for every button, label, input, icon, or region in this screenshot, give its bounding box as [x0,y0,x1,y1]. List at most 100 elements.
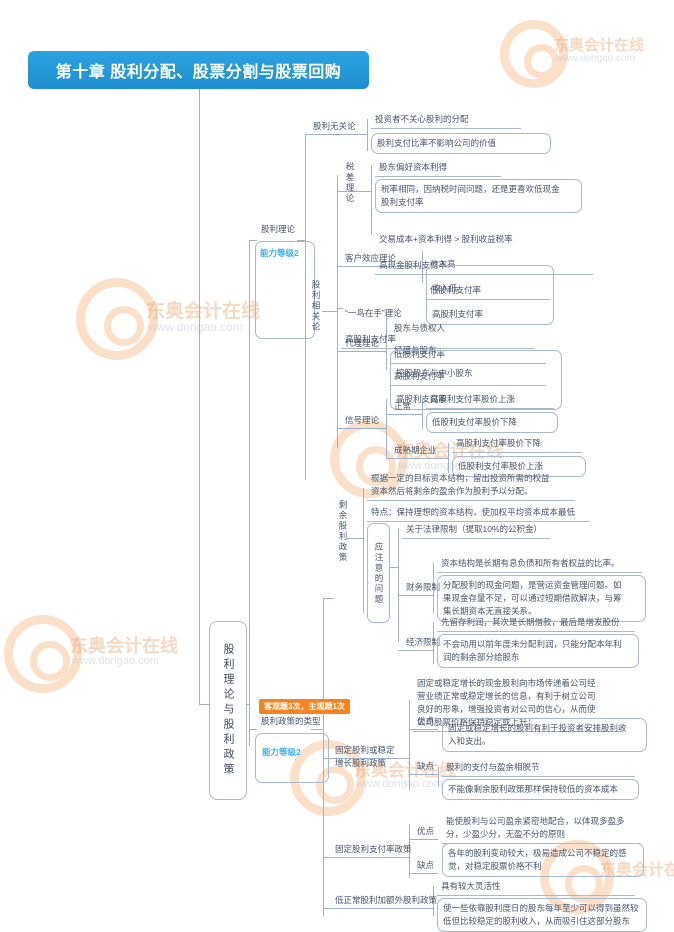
watermark-ring [4,615,82,693]
leaf-taxdiff-0[interactable]: 股东偏好资本利得 [375,160,501,177]
node-agency-theory[interactable]: 代理理论 [345,338,380,348]
connector [398,650,433,651]
node-economic-limit[interactable]: 经济限制 [406,637,441,647]
cond: 控股股东与中小股东 [396,368,473,378]
connector [371,166,372,234]
leaf-stable-intro[interactable]: 固定或稳定增长的现金股利向市场传递着公司经 营业绩正常或稳定增长的信息，有利于树… [413,676,621,732]
node-clientele-effect-theory[interactable]: 客户效应理论 [345,253,397,263]
connector [386,458,448,459]
leaf-agency-2[interactable]: 控股股东与中小股东 高股利支付率 [390,350,562,410]
leaf-taxdiff-compare-right: 高现金股利支付率 [379,260,448,270]
node-stable-cons[interactable]: 缺点 [417,761,435,771]
leaf-signal-normal-0[interactable]: 高股利支付率股价上涨 [426,392,554,409]
leaf-signal-mature-0[interactable]: 高股利支付率股价下降 [452,436,582,453]
leaf-bird-res: 高股利支付率 [345,334,397,344]
connector [422,399,423,429]
branch-dividend-policy-label[interactable]: 股利政策的类型 [261,716,321,726]
leaf-clientele-0[interactable]: 收入高 低股利支付率 [426,244,550,300]
node-fixed-payout-ratio-policy[interactable]: 固定股利支付率政策 [335,844,412,854]
connector [323,857,409,858]
leaf-stable-cons-0[interactable]: 股利的支付与盈余相脱节 [442,760,635,777]
root-node[interactable]: 股利理论与股利政策 [209,621,247,800]
leaf-taxdiff-compare[interactable]: 交易成本+资本利得 > 股利收益税率 高现金股利支付率 [375,219,593,275]
attention-spine [398,528,399,642]
leaf-fixedratio-pros-text[interactable]: 能使股利与公司盈余紧密地配合，以体现多盈多 分，少盈少分，无盈不分的原则 [442,814,640,844]
stable-spine [409,700,410,790]
res: 低股利支付率 [394,349,446,359]
leaf-economic-1[interactable]: 不会动用以前年度未分配利润，只能分配本年利 润的剩余部分给股东 [437,634,639,668]
badge-ability-level-2: 能力等级2 [262,747,301,757]
leaf-clientele-1[interactable]: 收入低 高股利支付率 [426,265,554,325]
node-signal-theory[interactable]: 信号理论 [345,415,380,425]
connector [337,266,422,267]
res: 高股利支付率 [432,309,484,319]
node-residual-dividend-policy[interactable]: 剩余股利政策 [338,500,348,563]
trunk-line [199,704,210,705]
leaf-financial-1[interactable]: 分配股利的现金问题，是营运资金管理问题。如 果现金存量不足，可以通过短期借款解决… [437,575,646,622]
connector [323,908,433,909]
node-signal-normal[interactable]: 正常 [394,401,412,411]
leaf-bird-in-hand[interactable]: “一鸟在手”理论 高股利支付率 [341,293,534,349]
leaf-irrelevance-1[interactable]: 股利支付比率不影响公司的价值 [371,133,551,154]
leaf-irrelevance-0[interactable]: 投资者不关心股利的分配 [371,112,521,129]
connector [305,134,367,135]
connector [386,414,422,415]
node-dividend-relevance[interactable]: 股利相关论 [311,280,321,333]
branch-dividend-policy-box [255,733,329,783]
connector [337,428,386,429]
branch-dividend-theory-label[interactable]: 股利理论 [261,224,296,234]
leaf-financial-0[interactable]: 资本结构是长期有息负债和所有者权益的比率。 [437,556,642,573]
leaf-agency-0[interactable]: 股东与债权人 低股利支付率 [390,308,546,364]
node-fixedratio-pros[interactable]: 优点 [417,826,435,836]
connector [409,873,438,874]
connector [438,767,439,787]
leaf-economic-0[interactable]: 先留存利润，其次是长期借款，最后是增发股份 [437,615,635,632]
watermark-site: www.dongao.com [72,655,159,667]
connector [422,251,423,283]
connector [448,443,449,473]
connector [337,351,386,352]
leaf-stable-cons-1[interactable]: 不能像剩余股利政策那样保持较低的资本成本 [442,779,639,800]
node-signal-mature[interactable]: 成熟期企业 [394,445,437,455]
leaf-signal-normal-1[interactable]: 低股利支付率股价下降 [426,412,558,433]
watermark-brand: 东奥会计在线 [70,636,178,656]
leaf-residual-feature[interactable]: 特点：保持理想的资本结构，使加权平均资本成本最低 [367,505,589,522]
connector [367,119,368,151]
res: 低股利支付率 [430,285,482,295]
node-attention-issues[interactable]: 应注意的问题 [367,523,390,623]
branch1-line [249,240,257,241]
connector [409,729,438,730]
connector [384,567,398,568]
branch1-spine [305,134,306,480]
leaf-lowextra-0[interactable]: 具有较大灵活性 [437,879,635,896]
node-stable-pros[interactable]: 优点 [417,716,435,726]
watermark-site: www.dongao.com [556,53,635,64]
branch2-spine [323,598,324,916]
connector [323,758,409,759]
leaf-signal-mature-1[interactable]: 低股利支付率股价上涨 [452,456,586,477]
node-tax-difference-theory[interactable]: 税差理论 [345,162,355,204]
node-fixedratio-cons[interactable]: 缺点 [417,860,435,870]
leaf-fixedratio-cons-text[interactable]: 各年的股利变动较大，极易造成公司不稳定的感 觉，对稳定股票价格不利 [442,843,644,877]
branch1-line [297,240,306,241]
leaf-stable-pros-text[interactable]: 固定或稳定增长的股利有利于投资者安排股利收 入和支出。 [442,718,647,752]
leaf-taxdiff-1[interactable]: 税率相同，因纳税时间问题，还是更喜欢低现金 股利支付率 [375,179,582,213]
leaf-taxdiff-compare-left: 交易成本+资本利得 > 股利收益税率 [379,234,513,244]
fixedratio-spine [409,824,410,878]
node-stable-dividend-policy[interactable]: 固定股利或稳定 增长股利政策 [335,745,395,768]
connector [337,308,343,309]
node-dividend-irrelevance[interactable]: 股利无关论 [313,121,356,131]
connector [398,595,433,596]
connector [433,622,434,664]
signal-spine [386,399,387,458]
leaf-legal-limit[interactable]: 关于法律限制（提取10%的公积金） [402,522,550,539]
connector [347,538,363,539]
connector [323,598,334,599]
watermark-brand: 东奥会计在线 [554,37,645,54]
node-financial-limit[interactable]: 财务限制 [406,582,441,592]
leaf-residual-definition[interactable]: 根据一定的目标资本结构，留出投资所需的权益 资本然后将剩余的盈余作为股利予以分配… [367,471,575,501]
cond: 收入低 [432,283,458,293]
node-low-regular-plus-extra-policy[interactable]: 低正常股利加额外股利政策 [335,895,438,905]
watermark-site: www.dongao.com [148,320,243,334]
